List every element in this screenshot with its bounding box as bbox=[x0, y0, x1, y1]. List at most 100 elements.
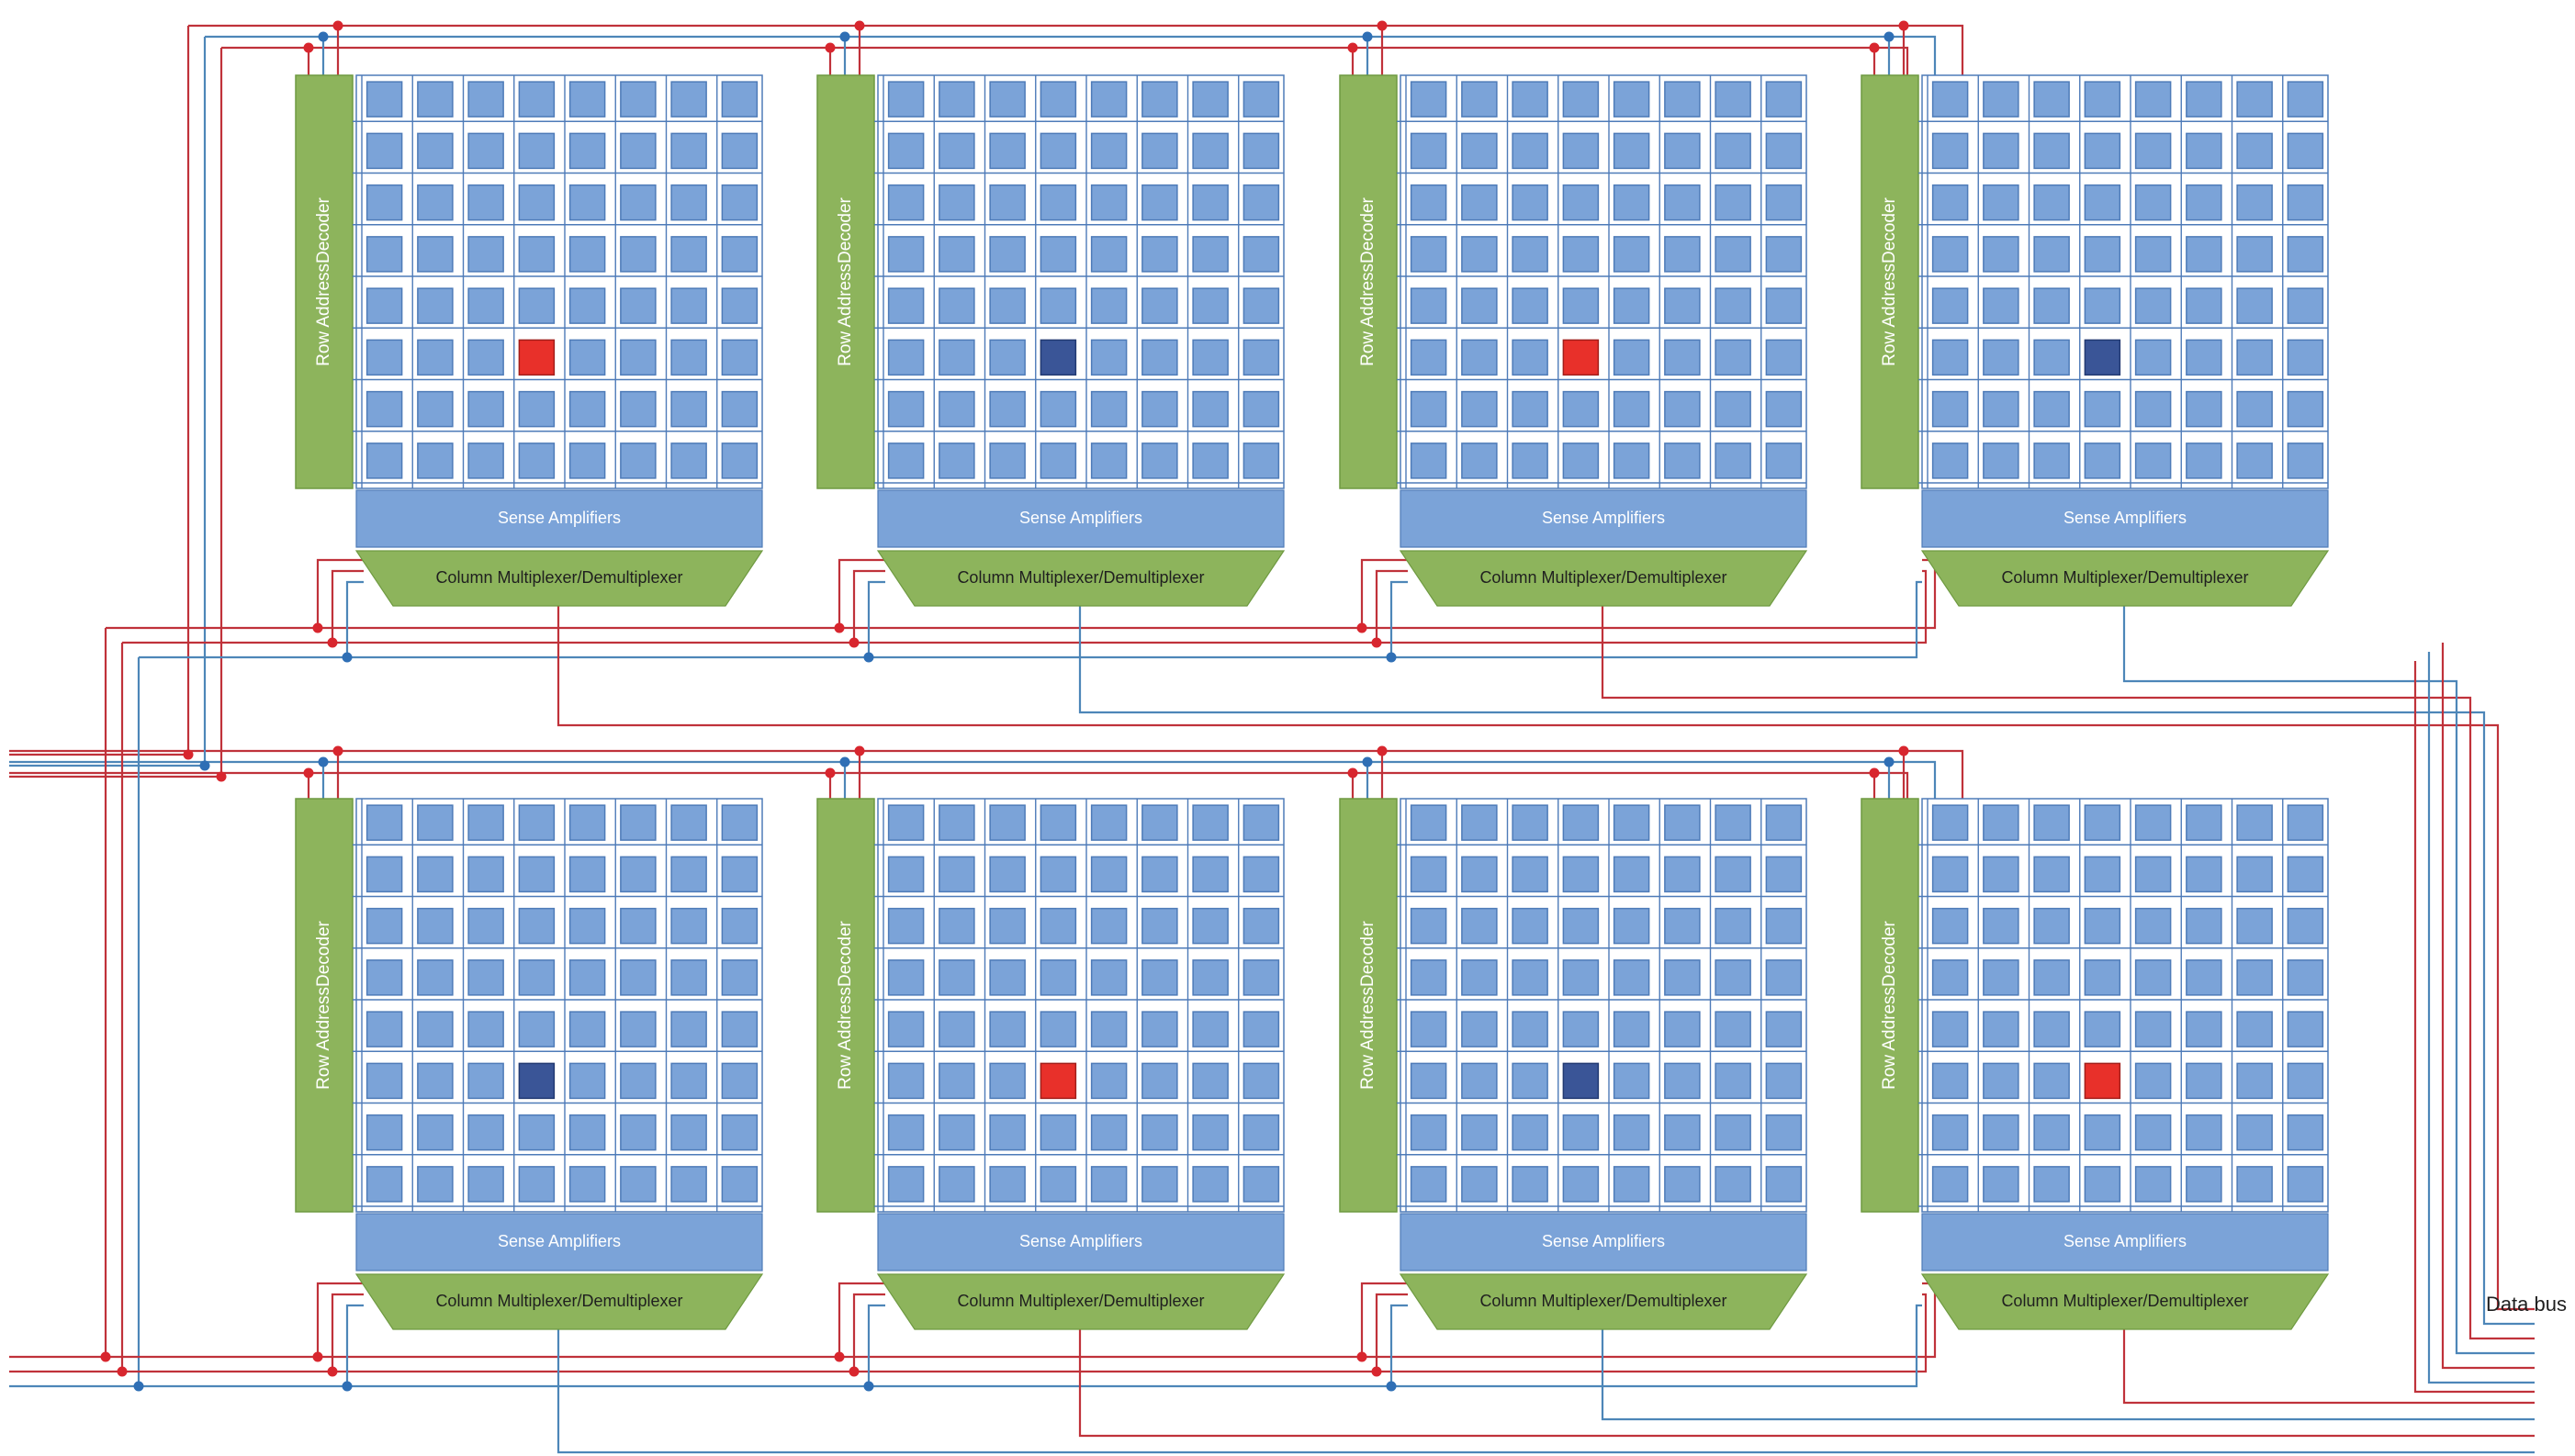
memory-cell bbox=[939, 1166, 975, 1203]
memory-cell bbox=[1410, 907, 1447, 945]
memory-cell bbox=[1461, 1114, 1498, 1151]
memory-cell bbox=[1141, 81, 1178, 118]
memory-cell bbox=[2186, 132, 2222, 170]
data-bus-line bbox=[1078, 606, 2535, 1326]
junction-dot bbox=[327, 1366, 338, 1377]
memory-cell bbox=[2236, 1166, 2273, 1203]
memory-cell bbox=[2236, 81, 2273, 118]
column-address-line bbox=[139, 1304, 1922, 1388]
memory-cell bbox=[2186, 856, 2222, 893]
memory-cell bbox=[1090, 132, 1128, 170]
column-multiplexer bbox=[1399, 1273, 1808, 1330]
memory-cell bbox=[1243, 1062, 1280, 1100]
memory-cell bbox=[1765, 804, 1803, 841]
memory-cell bbox=[1461, 339, 1498, 376]
memory-cell bbox=[1664, 1114, 1701, 1151]
memory-cell bbox=[1410, 1114, 1447, 1151]
memory-cell bbox=[1983, 184, 2019, 221]
memory-cell bbox=[887, 1011, 925, 1047]
sense-amplifiers-label: Sense Amplifiers bbox=[1542, 509, 1665, 527]
memory-cell bbox=[1664, 442, 1701, 479]
memory-cell bbox=[1243, 856, 1280, 893]
junction-dot bbox=[839, 756, 850, 767]
memory-cell bbox=[568, 1114, 606, 1151]
memory-cell bbox=[2186, 184, 2222, 221]
memory-cell bbox=[1983, 442, 2019, 479]
memory-cell bbox=[2236, 907, 2273, 945]
data-bus-line bbox=[2441, 643, 2535, 1370]
memory-cell bbox=[1141, 442, 1178, 479]
memory-cell bbox=[2186, 81, 2222, 118]
memory-cell bbox=[1715, 1062, 1751, 1100]
memory-cell bbox=[939, 959, 975, 996]
memory-cell bbox=[365, 1062, 403, 1100]
memory-cell bbox=[568, 907, 606, 945]
memory-cell bbox=[1664, 390, 1701, 428]
memory-cell bbox=[1931, 184, 1969, 221]
memory-cell bbox=[1243, 81, 1280, 118]
memory-cell bbox=[2287, 132, 2324, 170]
memory-cell bbox=[1090, 1114, 1128, 1151]
memory-cell bbox=[1461, 856, 1498, 893]
memory-cell bbox=[2287, 804, 2324, 841]
memory-cell bbox=[989, 959, 1026, 996]
memory-cell bbox=[939, 236, 975, 273]
memory-cell bbox=[1664, 959, 1701, 996]
memory-cell bbox=[989, 390, 1026, 428]
row-address-decoder bbox=[295, 798, 354, 1213]
memory-cell bbox=[1410, 390, 1447, 428]
memory-cell bbox=[1243, 236, 1280, 273]
memory-cell bbox=[1765, 132, 1803, 170]
memory-cell bbox=[1040, 1114, 1077, 1151]
memory-cell bbox=[1983, 287, 2019, 324]
junction-dot bbox=[863, 652, 874, 663]
memory-cell bbox=[1613, 1114, 1650, 1151]
memory-cell bbox=[518, 132, 556, 170]
memory-cell bbox=[1562, 442, 1600, 479]
row-address-line bbox=[188, 24, 1964, 75]
row-address-decoder bbox=[816, 74, 875, 489]
row-address-line bbox=[205, 35, 1937, 75]
memory-cell bbox=[467, 1114, 504, 1151]
memory-cell bbox=[939, 390, 975, 428]
memory-cell bbox=[1931, 287, 1969, 324]
memory-cell bbox=[721, 236, 759, 273]
memory-cell bbox=[1410, 184, 1447, 221]
column-multiplexer bbox=[1399, 550, 1808, 607]
column-address-tap bbox=[1360, 1282, 1408, 1357]
memory-cell bbox=[1243, 907, 1280, 945]
column-address-tap bbox=[852, 1293, 885, 1372]
memory-cell bbox=[1461, 81, 1498, 118]
memory-cell bbox=[1090, 236, 1128, 273]
memory-cell bbox=[1613, 907, 1650, 945]
junction-dot bbox=[303, 42, 314, 53]
memory-cell bbox=[721, 856, 759, 893]
junction-dot bbox=[863, 1381, 874, 1392]
junction-dot bbox=[849, 637, 860, 648]
memory-cell bbox=[939, 1062, 975, 1100]
memory-cell bbox=[1141, 1166, 1178, 1203]
memory-cell bbox=[1040, 287, 1077, 324]
memory-cell bbox=[568, 339, 606, 376]
memory-cell bbox=[1512, 907, 1548, 945]
memory-cell bbox=[365, 287, 403, 324]
memory-cell bbox=[467, 1062, 504, 1100]
memory-cell bbox=[1192, 856, 1229, 893]
memory-cell bbox=[1931, 236, 1969, 273]
memory-cell bbox=[365, 804, 403, 841]
memory-cell bbox=[1715, 390, 1751, 428]
memory-cell bbox=[1613, 132, 1650, 170]
memory-cell bbox=[1040, 1166, 1077, 1203]
memory-cell bbox=[670, 856, 707, 893]
memory-cell bbox=[467, 339, 504, 376]
junction-dot bbox=[1356, 622, 1367, 633]
memory-cell bbox=[1461, 1166, 1498, 1203]
memory-cell bbox=[2236, 339, 2273, 376]
memory-cell bbox=[887, 1114, 925, 1151]
memory-cell bbox=[417, 184, 454, 221]
column-multiplexer-label: Column Multiplexer/Demultiplexer bbox=[957, 568, 1204, 587]
memory-cell bbox=[1192, 1062, 1229, 1100]
memory-cell bbox=[2033, 856, 2070, 893]
